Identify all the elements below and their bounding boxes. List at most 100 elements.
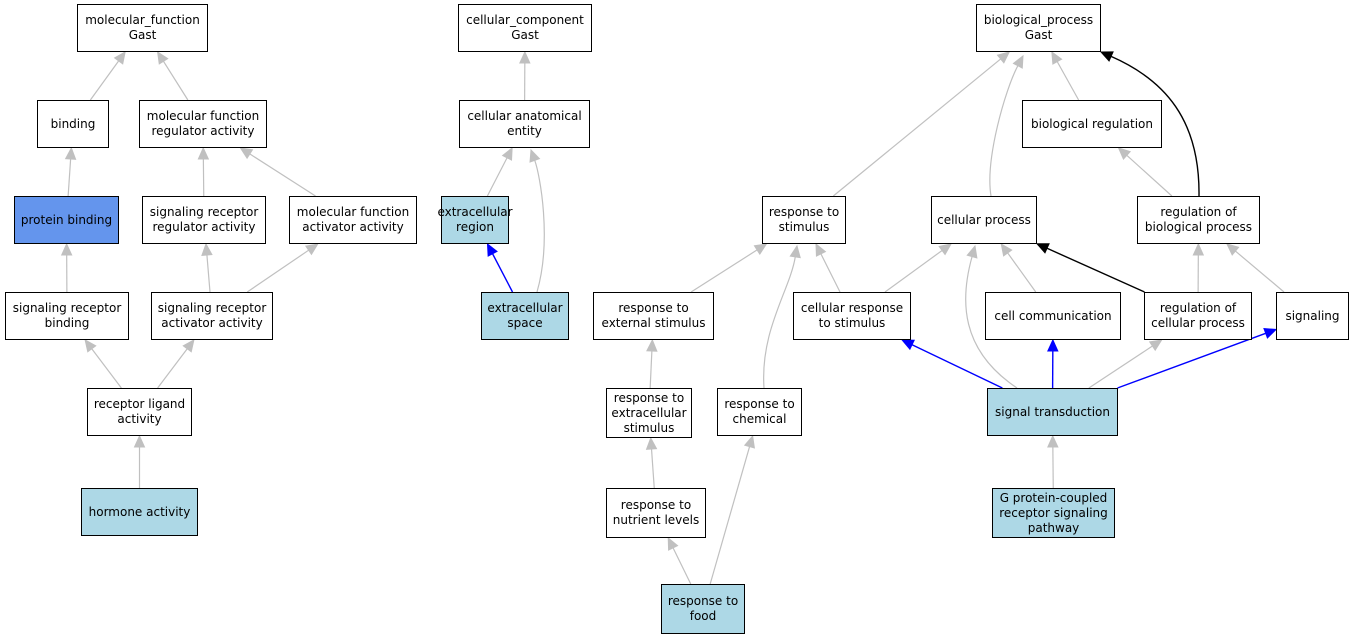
go-term-node: response to nutrient levels bbox=[606, 488, 706, 538]
go-term-node: extracellular region bbox=[437, 196, 513, 244]
edge-arrowhead bbox=[201, 242, 213, 256]
go-term-node: G protein-coupled receptor signaling pat… bbox=[992, 488, 1115, 538]
go-term-node: response to extracellular stimulus bbox=[606, 388, 692, 438]
edge-arrowhead bbox=[156, 50, 169, 65]
edge-arrowhead bbox=[646, 338, 658, 352]
go-term-node: cellular anatomical entity bbox=[459, 100, 590, 148]
go-term-node: cellular_component Gast bbox=[458, 4, 592, 52]
edge-rbp-to-breg bbox=[1126, 154, 1173, 197]
edge-rla-to-srb bbox=[91, 348, 122, 389]
go-term-node: cell communication bbox=[985, 292, 1121, 340]
edge-es-to-er bbox=[491, 253, 514, 293]
edge-arrowhead bbox=[486, 242, 498, 257]
edge-rts-to-bp bbox=[832, 58, 1002, 197]
edge-arrowhead bbox=[1099, 51, 1114, 62]
edge-crts-to-cp bbox=[884, 249, 943, 293]
edge-arrowhead bbox=[815, 242, 827, 257]
edge-arrowhead bbox=[239, 147, 254, 160]
edge-arrowhead bbox=[753, 243, 768, 256]
go-term-node: response to stimulus bbox=[762, 196, 846, 244]
edge-rtf-to-rtnl bbox=[672, 547, 692, 585]
edge-arrowhead bbox=[938, 243, 952, 256]
go-term-node: signaling receptor binding bbox=[5, 292, 129, 340]
edge-arrowhead bbox=[113, 51, 126, 65]
edge-arrowhead bbox=[1263, 328, 1278, 339]
edge-arrowhead bbox=[182, 339, 195, 353]
edge-arrowhead bbox=[84, 339, 97, 353]
edge-arrowhead bbox=[519, 50, 531, 64]
edge-cco-to-cp bbox=[1007, 252, 1037, 293]
edge-arrowhead bbox=[1047, 338, 1059, 352]
go-term-node: signaling receptor activator activity bbox=[151, 292, 273, 340]
go-term-node: extracellular space bbox=[481, 292, 569, 340]
edge-sig-to-rbp bbox=[1235, 250, 1285, 293]
go-term-node: response to chemical bbox=[717, 388, 802, 436]
edge-rtecs-to-rtes bbox=[649, 350, 653, 389]
go-term-node: hormone activity bbox=[81, 488, 198, 536]
edge-crts-to-rts bbox=[820, 253, 841, 293]
go-term-node: receptor ligand activity bbox=[87, 388, 192, 436]
edge-rcp-to-cp bbox=[1046, 247, 1145, 293]
edge-rtc-to-rts bbox=[763, 256, 796, 389]
edge-arrowhead bbox=[304, 243, 319, 256]
edge-arrowhead bbox=[501, 146, 513, 161]
edge-arrowhead bbox=[1051, 50, 1063, 65]
edge-rtes-to-rts bbox=[690, 249, 758, 293]
go-term-node: regulation of biological process bbox=[1137, 196, 1260, 244]
edge-arrowhead bbox=[197, 146, 210, 160]
edge-st-to-rcp bbox=[1088, 345, 1153, 389]
edge-arrowhead bbox=[1012, 54, 1024, 69]
go-term-node: biological regulation bbox=[1022, 100, 1162, 148]
go-term-node: signaling bbox=[1276, 292, 1349, 340]
edge-arrowhead bbox=[60, 242, 73, 256]
edge-breg-to-bp bbox=[1056, 61, 1080, 101]
edge-mfra-to-mf bbox=[162, 60, 189, 101]
edge-arrowhead bbox=[1000, 243, 1013, 257]
edge-pb-to-binding bbox=[67, 158, 72, 197]
edge-arrowhead bbox=[1117, 147, 1132, 160]
edge-arrowhead bbox=[133, 434, 146, 448]
edge-rla-to-sraa bbox=[157, 348, 188, 389]
go-term-node: molecular function activator activity bbox=[289, 196, 417, 244]
edge-arrowhead bbox=[64, 146, 77, 160]
edge-binding-to-mf bbox=[89, 60, 120, 101]
edge-sraa-to-srra bbox=[206, 254, 211, 293]
go-term-node: protein binding bbox=[14, 196, 119, 244]
edge-rbp-to-bp bbox=[1110, 55, 1200, 197]
edge-cp-to-bp bbox=[989, 65, 1019, 197]
go-term-node: response to external stimulus bbox=[593, 292, 714, 340]
edge-arrowhead bbox=[743, 434, 755, 449]
edge-arrowhead bbox=[667, 536, 679, 551]
edge-st-to-cp bbox=[965, 256, 1018, 389]
edge-rtnl-to-rtecs bbox=[650, 448, 655, 489]
go-term-node: molecular function regulator activity bbox=[139, 100, 267, 148]
go-term-node: regulation of cellular process bbox=[1144, 292, 1252, 340]
edge-arrowhead bbox=[1192, 242, 1205, 256]
edge-er-to-cae bbox=[486, 157, 508, 197]
edge-arrowhead bbox=[1047, 434, 1059, 448]
edge-arrowhead bbox=[996, 51, 1011, 64]
edge-st-to-crts bbox=[911, 344, 1003, 389]
go-term-node: response to food bbox=[661, 584, 745, 634]
edge-arrowhead bbox=[901, 339, 915, 351]
edge-es-to-cae bbox=[534, 160, 545, 293]
edge-st-to-sig bbox=[1117, 332, 1266, 389]
go-term-node: signaling receptor regulator activity bbox=[142, 196, 266, 244]
edge-sraa-to-mfaa bbox=[246, 249, 309, 293]
edge-arrowhead bbox=[1148, 339, 1163, 352]
go-term-node: cellular response to stimulus bbox=[793, 292, 911, 340]
edge-mfaa-to-mfra bbox=[249, 153, 316, 197]
edge-arrowhead bbox=[1226, 243, 1240, 256]
go-term-node: signal transduction bbox=[987, 388, 1118, 436]
go-term-node: molecular_function Gast bbox=[77, 4, 208, 52]
edge-arrowhead bbox=[789, 244, 801, 259]
edge-arrowhead bbox=[529, 148, 541, 163]
go-term-node: cellular process bbox=[931, 196, 1037, 244]
go-term-node: biological_process Gast bbox=[976, 4, 1101, 52]
edge-rtf-to-rtc bbox=[709, 446, 751, 585]
edge-arrowhead bbox=[1035, 243, 1050, 254]
edge-arrowhead bbox=[645, 436, 658, 450]
edge-arrowhead bbox=[966, 244, 978, 259]
